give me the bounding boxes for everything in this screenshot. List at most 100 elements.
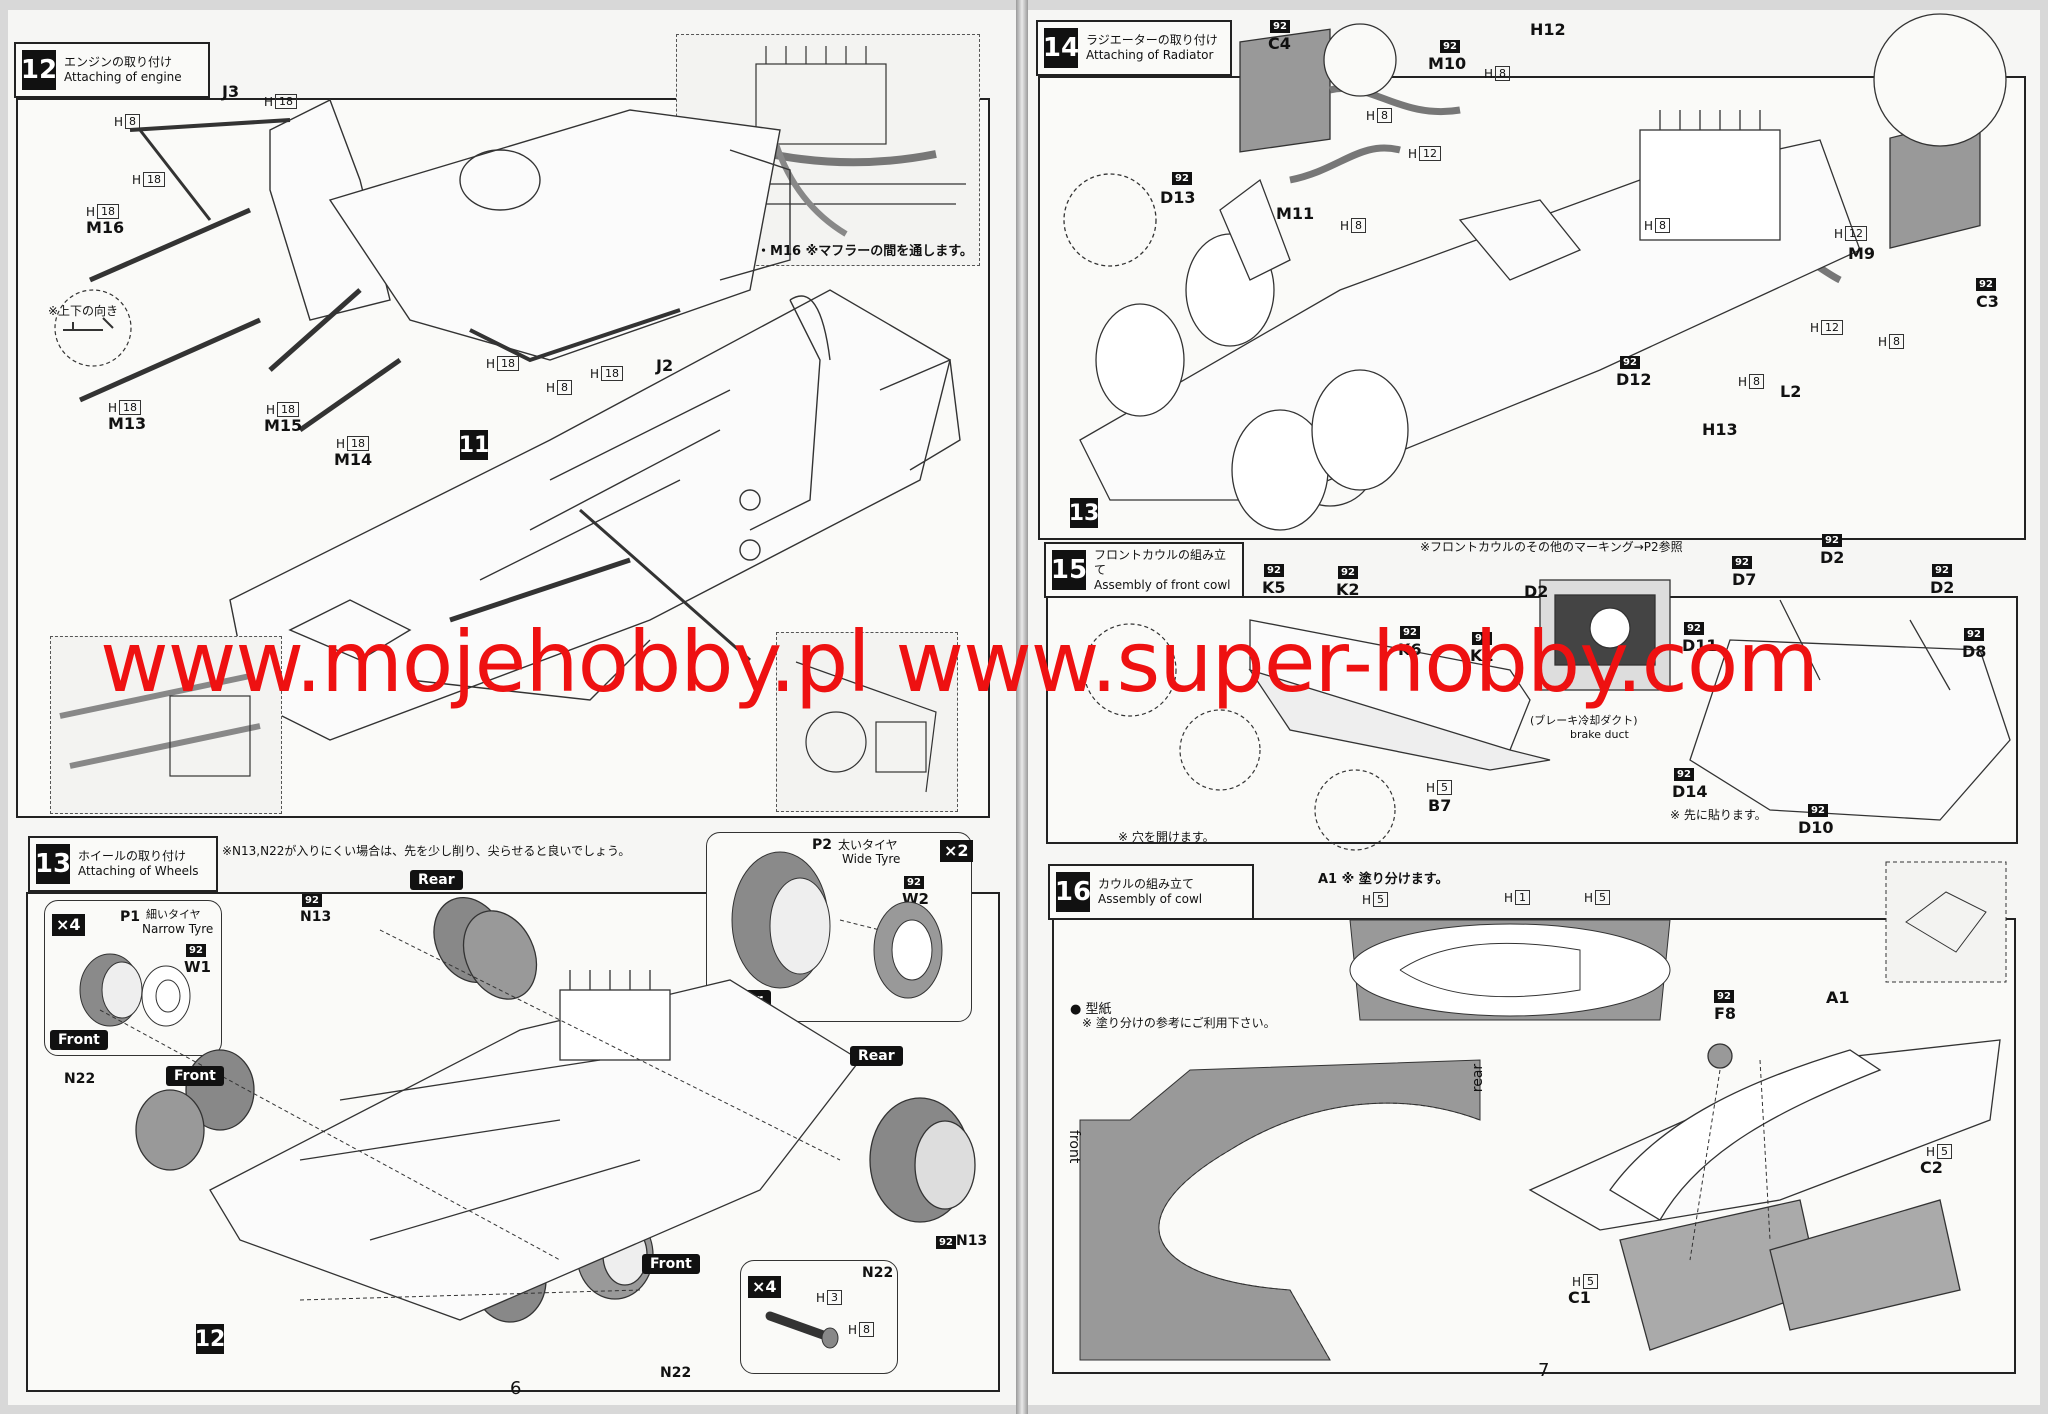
part-N13: N13 — [300, 909, 332, 925]
part-C2: C2 — [1920, 1158, 1943, 1177]
part-K2: K2 — [1336, 580, 1360, 599]
step12-title-en: Attaching of engine — [64, 70, 182, 84]
part-H13: H13 — [1702, 420, 1738, 439]
step12-orientation-detail — [54, 289, 132, 367]
part-N22: N22 — [660, 1365, 692, 1381]
step12-orientation-note: ※上下の向き — [48, 304, 119, 318]
part-W1: W1 — [184, 958, 211, 976]
part-J3: J3 — [222, 82, 240, 101]
part-P2: P2 — [812, 837, 833, 853]
code-92: 92 — [1964, 628, 1984, 641]
p1-en: Narrow Tyre — [142, 922, 214, 936]
step14-title-jp: ラジエーターの取り付け — [1086, 33, 1218, 47]
part-D2: D2 — [1930, 578, 1955, 597]
step13-ref-12: 12 — [195, 1324, 225, 1354]
part-P1: P1 — [120, 909, 141, 925]
template-rear-label: rear — [1470, 1063, 1487, 1093]
part-H12: H12 — [1530, 20, 1566, 39]
rear-tag: Rear — [850, 1046, 903, 1066]
code-92: 92 — [1932, 564, 1952, 577]
code-92: 92 — [1714, 990, 1734, 1003]
code-92: 92 — [186, 944, 206, 957]
step15-header: 15 フロントカウルの組み立て Assembly of front cowl — [1044, 542, 1244, 598]
part-M10: M10 — [1428, 54, 1467, 73]
step13-wheel-assembly-drawing — [99, 896, 976, 1323]
code-92: 92 — [1338, 566, 1358, 579]
code-92: 92 — [1620, 356, 1640, 369]
step12-title-jp: エンジンの取り付け — [64, 55, 173, 69]
part-N13: N13 — [956, 1233, 988, 1249]
step12-detail-right-drawing — [795, 661, 937, 793]
x4-badge: ×4 — [748, 1276, 781, 1298]
part-C3: C3 — [1976, 292, 1999, 311]
first-note: ※ 先に貼ります。 — [1670, 808, 1767, 822]
step12-number: 12 — [21, 50, 57, 90]
page-number-right: 7 — [1538, 1360, 1550, 1381]
code-92: 92 — [1822, 534, 1842, 547]
part-K6: K6 — [1398, 640, 1422, 659]
part-M16: M16 — [86, 218, 125, 237]
step12-chassis-drawing — [78, 99, 961, 741]
part-M11: M11 — [1276, 204, 1315, 223]
brake-duct-jp: (ブレーキ冷却ダクト) — [1530, 714, 1638, 727]
step16-title-jp: カウルの組み立て — [1098, 877, 1195, 891]
part-K5: K5 — [1262, 578, 1286, 597]
template-title: ● 型紙 — [1070, 1002, 1112, 1017]
code-92: 92 — [1674, 768, 1694, 781]
part-N22: N22 — [862, 1265, 894, 1281]
part-A1: A1 — [1826, 988, 1850, 1007]
hole-note: ※ 穴を開けます。 — [1118, 830, 1215, 844]
part-M15: M15 — [264, 416, 303, 435]
step15-title-jp: フロントカウルの組み立て — [1094, 547, 1227, 577]
step12-header: 12 エンジンの取り付け Attaching of engine — [14, 42, 210, 98]
code-92: 92 — [936, 1236, 956, 1249]
part-C4: C4 — [1268, 34, 1291, 53]
code-92: 92 — [1732, 556, 1752, 569]
step15-title-en: Assembly of front cowl — [1094, 577, 1231, 592]
watermark-text: www.mojehobby.pl www.super-hobby.com — [100, 613, 1819, 711]
rear-tag: Rear — [410, 870, 463, 890]
part-J2: J2 — [656, 356, 674, 375]
p1-jp: 細いタイヤ — [146, 908, 201, 921]
part-L2: L2 — [1780, 382, 1802, 401]
step15-number: 15 — [1051, 550, 1087, 590]
step14-ref-13: 13 — [1069, 498, 1099, 528]
brake-duct-en: brake duct — [1570, 728, 1629, 741]
p2-jp: 太いタイヤ — [838, 838, 898, 852]
part-D2: D2 — [1524, 582, 1549, 601]
x4-badge: ×4 — [52, 914, 85, 936]
p2-tyre-drawing — [731, 851, 943, 999]
part-C1: C1 — [1568, 1288, 1591, 1307]
part-K1: K1 — [1470, 646, 1494, 665]
part-D12: D12 — [1616, 370, 1652, 389]
x2-badge: ×2 — [940, 840, 973, 862]
part-M14: M14 — [334, 450, 373, 469]
part-D13: D13 — [1160, 188, 1196, 207]
part-M9: M9 — [1848, 244, 1876, 263]
p2-en: Wide Tyre — [842, 852, 901, 866]
step13-number: 13 — [35, 844, 71, 884]
code-92: 92 — [1264, 564, 1284, 577]
part-M13: M13 — [108, 414, 147, 433]
part-D8: D8 — [1962, 642, 1987, 661]
step14-title-en: Attaching of Radiator — [1086, 48, 1214, 62]
